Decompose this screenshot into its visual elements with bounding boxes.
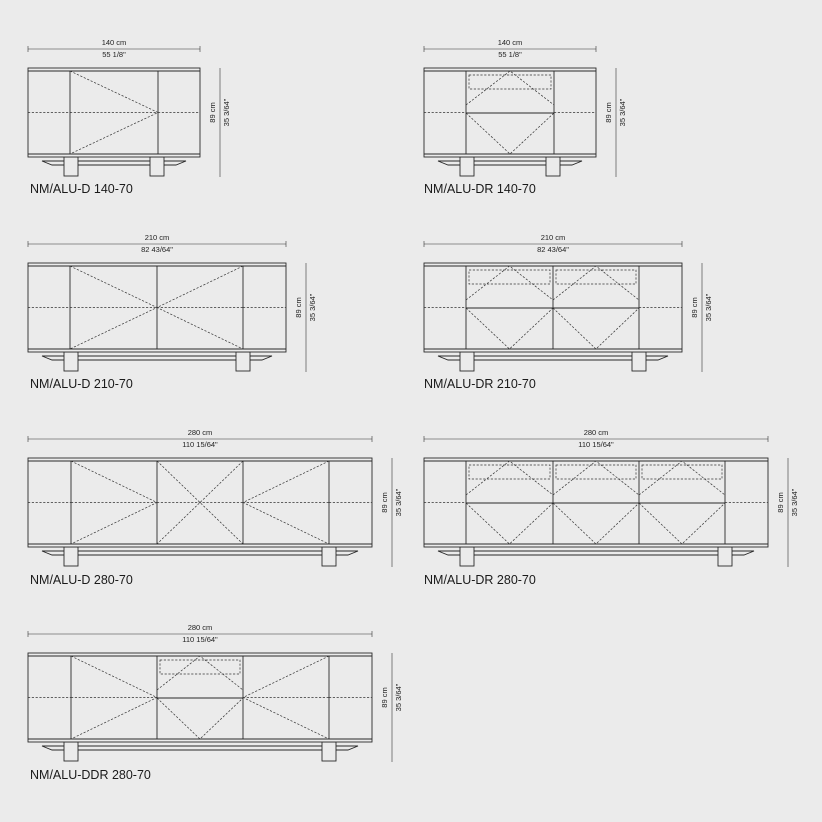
leg	[63, 156, 79, 177]
sideboard-drawing: 140 cm 55 1/8" 89 cm 35 3/64" NM/ALU-D 140-7…	[27, 38, 231, 196]
drawer-handle-recess	[468, 74, 552, 90]
sideboard-drawing: 280 cm 110 15/64" 89 cm 35 3/64" NM/ALU-D 28…	[27, 428, 403, 587]
door-opening-mark	[69, 70, 159, 155]
height-cm-label: 89 cm	[380, 492, 389, 512]
door-opening-mark	[552, 307, 640, 350]
width-cm-label: 210 cm	[541, 233, 566, 242]
drawer-opening-mark	[638, 460, 726, 496]
plinth	[41, 160, 187, 166]
door-opening-mark	[465, 307, 554, 350]
leg	[459, 156, 475, 177]
leg	[321, 546, 337, 567]
height-inch-label: 35 3/64"	[790, 488, 799, 516]
model-title: NM/ALU-D 280-70	[30, 573, 133, 587]
model-title: NM/ALU-DDR 280-70	[30, 768, 151, 782]
height-cm-label: 89 cm	[208, 102, 217, 122]
width-inch-label: 110 15/64"	[578, 440, 614, 449]
drawer-handle-recess	[555, 269, 637, 285]
height-cm-label: 89 cm	[294, 297, 303, 317]
plinth	[437, 550, 755, 556]
leg	[631, 351, 647, 372]
leg	[63, 741, 79, 762]
height-inch-label: 35 3/64"	[704, 293, 713, 321]
leg	[459, 351, 475, 372]
sideboard-drawing: 210 cm 82 43/64" 89 cm 35 3/64" NM/ALU-DR 21…	[423, 233, 713, 391]
width-cm-label: 210 cm	[145, 233, 170, 242]
drawer-handle-recess	[468, 269, 551, 285]
width-inch-label: 110 15/64"	[182, 440, 218, 449]
sideboard-drawing: 140 cm 55 1/8" 89 cm 35 3/64" NM/ALU-DR 140-…	[423, 38, 627, 196]
height-inch-label: 35 3/64"	[394, 683, 403, 711]
leg	[321, 741, 337, 762]
drawer-opening-mark	[465, 265, 554, 301]
sideboard-drawing: 210 cm 82 43/64" 89 cm 35 3/64" NM/ALU-D 210…	[27, 233, 317, 391]
drawer-handle-recess	[159, 659, 241, 675]
leg	[63, 351, 79, 372]
height-inch-label: 35 3/64"	[222, 98, 231, 126]
drawer-handle-recess	[468, 464, 551, 480]
door-opening-mark	[552, 502, 640, 545]
drawer-handle-recess	[641, 464, 723, 480]
height-inch-label: 35 3/64"	[618, 98, 627, 126]
height-cm-label: 89 cm	[690, 297, 699, 317]
door-opening-mark	[70, 655, 158, 740]
drawer-opening-mark	[552, 265, 640, 301]
width-inch-label: 82 43/64"	[141, 245, 173, 254]
model-title: NM/ALU-DR 280-70	[424, 573, 536, 587]
width-inch-label: 55 1/8"	[102, 50, 126, 59]
door-opening-mark	[156, 460, 201, 545]
width-inch-label: 110 15/64"	[182, 635, 218, 644]
plinth	[41, 745, 359, 751]
sideboard-drawing: 280 cm 110 15/64" 89 cm 35 3/64" NM/ALU-DR 2…	[423, 428, 799, 587]
width-inch-label: 82 43/64"	[537, 245, 569, 254]
model-title: NM/ALU-D 210-70	[30, 377, 133, 391]
drawer-opening-mark	[465, 460, 554, 496]
width-inch-label: 55 1/8"	[498, 50, 522, 59]
sideboard-drawing: 280 cm 110 15/64" 89 cm 35 3/64" NM/ALU-DDR …	[27, 623, 403, 782]
height-cm-label: 89 cm	[604, 102, 613, 122]
leg	[545, 156, 561, 177]
plinth	[41, 550, 359, 556]
door-opening-mark	[465, 502, 554, 545]
plinth	[41, 355, 273, 361]
height-cm-label: 89 cm	[380, 687, 389, 707]
drawer-opening-mark	[552, 460, 640, 496]
height-cm-label: 89 cm	[776, 492, 785, 512]
width-cm-label: 140 cm	[102, 38, 127, 47]
leg	[63, 546, 79, 567]
plinth	[437, 355, 669, 361]
width-cm-label: 140 cm	[498, 38, 523, 47]
model-title: NM/ALU-DR 210-70	[424, 377, 536, 391]
height-inch-label: 35 3/64"	[394, 488, 403, 516]
leg	[235, 351, 251, 372]
leg	[149, 156, 165, 177]
cabinet-body	[27, 652, 373, 743]
plinth	[437, 160, 583, 166]
door-opening-mark	[156, 697, 244, 740]
width-cm-label: 280 cm	[188, 428, 213, 437]
model-title: NM/ALU-D 140-70	[30, 182, 133, 196]
door-opening-mark	[638, 502, 726, 545]
height-inch-label: 35 3/64"	[308, 293, 317, 321]
leg	[717, 546, 733, 567]
width-cm-label: 280 cm	[584, 428, 609, 437]
cabinet-body	[423, 457, 769, 548]
door-opening-mark	[199, 460, 244, 545]
model-title: NM/ALU-DR 140-70	[424, 182, 536, 196]
door-opening-mark	[465, 112, 555, 155]
width-cm-label: 280 cm	[188, 623, 213, 632]
drawer-handle-recess	[555, 464, 637, 480]
drawer-opening-mark	[465, 70, 555, 106]
drawer-opening-mark	[156, 655, 244, 691]
leg	[459, 546, 475, 567]
